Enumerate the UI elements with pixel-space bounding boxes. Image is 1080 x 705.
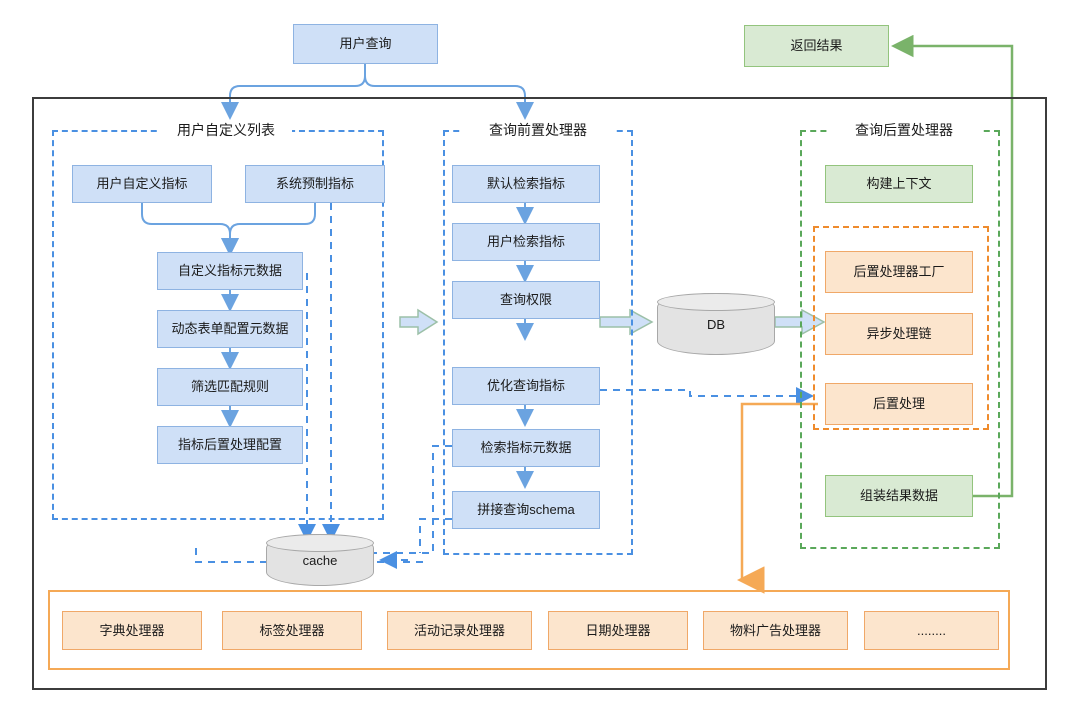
box-default-search-metric[interactable]: 默认检索指标	[452, 165, 600, 203]
box-dynamic-form-config-metadata[interactable]: 动态表单配置元数据	[157, 310, 303, 348]
block-arrow-middle-to-db	[599, 308, 654, 336]
edge-post-to-processors	[737, 402, 818, 594]
edge-l1-l3	[141, 203, 239, 256]
bottom-processors-panel	[48, 590, 1010, 670]
box-async-process-chain[interactable]: 异步处理链	[825, 313, 973, 355]
box-date-processor[interactable]: 日期处理器	[548, 611, 688, 650]
block-arrow-left-to-middle	[399, 308, 439, 336]
box-query-permission[interactable]: 查询权限	[452, 281, 600, 319]
box-assemble-result-data[interactable]: 组装结果数据	[825, 475, 973, 517]
box-metric-post-process-config[interactable]: 指标后置处理配置	[157, 426, 303, 464]
box-tag-processor[interactable]: 标签处理器	[222, 611, 362, 650]
cache-label: cache	[302, 552, 338, 568]
db-cylinder-top	[657, 293, 775, 311]
box-return-result[interactable]: 返回结果	[744, 25, 889, 67]
edge-dashed-meta-search-left	[370, 445, 452, 554]
datastore-cache[interactable]: cache	[266, 534, 374, 586]
edge-dashed-optimize-to-post	[600, 387, 814, 405]
box-optimize-query-metric[interactable]: 优化查询指标	[452, 367, 600, 405]
edge-userquery-to-left	[221, 63, 366, 120]
edge-userquery-to-middle	[364, 63, 534, 120]
box-dict-processor[interactable]: 字典处理器	[62, 611, 202, 650]
group-post-processor-inner	[813, 226, 989, 430]
box-more-processors[interactable]: ........	[864, 611, 999, 650]
box-post-processor-factory[interactable]: 后置处理器工厂	[825, 251, 973, 293]
group-label-query-post-processor: 查询后置处理器	[828, 120, 980, 140]
db-label: DB	[706, 316, 726, 332]
box-user-query[interactable]: 用户查询	[293, 24, 438, 64]
outer-system-frame	[32, 97, 1047, 690]
group-label-user-custom-list: 用户自定义列表	[160, 120, 292, 140]
box-user-search-metric[interactable]: 用户检索指标	[452, 223, 600, 261]
edge-l2-l3	[221, 203, 316, 256]
datastore-db[interactable]: DB	[657, 293, 775, 355]
box-filter-match-rule[interactable]: 筛选匹配规则	[157, 368, 303, 406]
group-label-query-pre-processor: 查询前置处理器	[462, 120, 614, 140]
box-concat-query-schema[interactable]: 拼接查询schema	[452, 491, 600, 529]
edge-assemble-to-return	[891, 34, 1014, 498]
box-user-custom-metric[interactable]: 用户自定义指标	[72, 165, 212, 203]
box-custom-metric-metadata[interactable]: 自定义指标元数据	[157, 252, 303, 290]
edge-dashed-schema-left	[419, 518, 452, 553]
box-build-context[interactable]: 构建上下文	[825, 165, 973, 203]
box-activity-log-processor[interactable]: 活动记录处理器	[387, 611, 532, 650]
edge-dashed-cachebus	[195, 545, 423, 563]
box-search-metric-metadata[interactable]: 检索指标元数据	[452, 429, 600, 467]
box-material-ad-processor[interactable]: 物料广告处理器	[703, 611, 848, 650]
box-system-preset-metric[interactable]: 系统预制指标	[245, 165, 385, 203]
cache-cylinder-top	[266, 534, 374, 552]
box-post-process[interactable]: 后置处理	[825, 383, 973, 425]
